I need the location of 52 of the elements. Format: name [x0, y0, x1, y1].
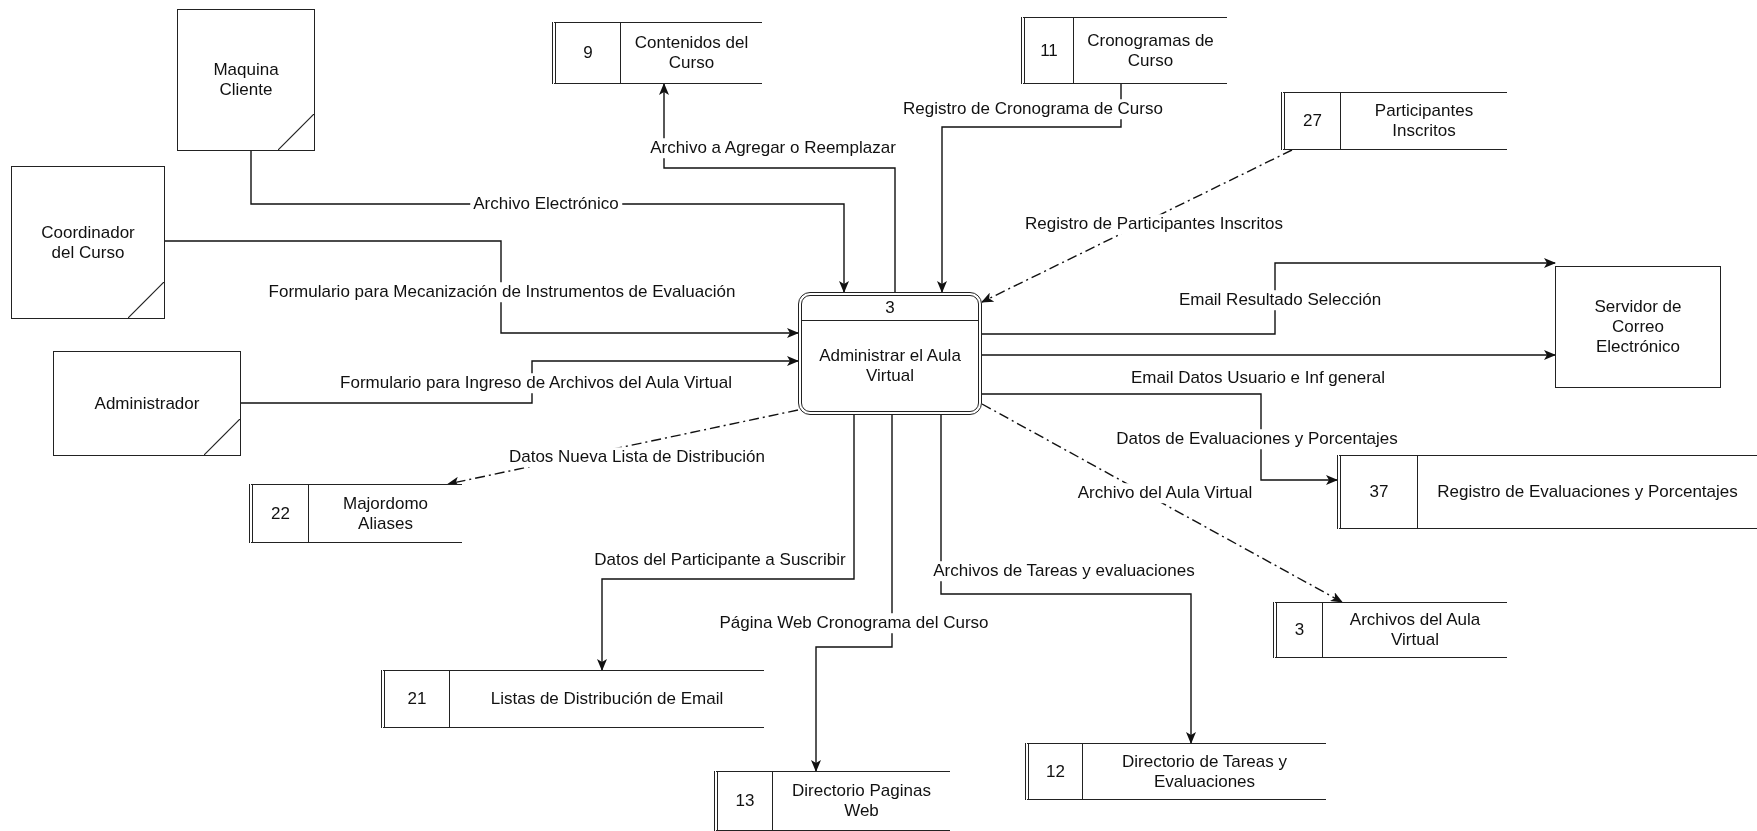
data-store [381, 670, 764, 728]
store-number: 13 [735, 791, 755, 811]
edge-label: Archivos de Tareas y evaluaciones [930, 561, 1198, 581]
entity-label: Servidor de Correo Electrónico [1593, 297, 1683, 357]
store-number: 12 [1046, 761, 1065, 782]
store-number: 27 [1303, 111, 1322, 131]
external-entity-box [11, 166, 165, 319]
external-entity-box [177, 9, 315, 151]
data-flow-arrow [811, 414, 893, 772]
data-store [1025, 743, 1326, 800]
entity-label: Administrador [93, 393, 201, 414]
data-flow-arrow [981, 258, 1556, 335]
edge-label: Archivo a Agregar o Reemplazar [647, 138, 899, 158]
data-store [1337, 455, 1757, 529]
entity-label: Coordinador del Curso [40, 222, 136, 263]
external-entity-box [1555, 266, 1721, 388]
data-store [552, 22, 762, 84]
data-store [1273, 602, 1507, 658]
store-label: Cronogramas de Curso [1087, 30, 1214, 70]
store-label: Archivos del Aula Virtual [1349, 610, 1481, 649]
store-number: 37 [1369, 482, 1389, 502]
data-flow-arrow [981, 149, 1293, 303]
store-number: 21 [407, 689, 427, 709]
store-label: Contenidos del Curso [634, 33, 749, 72]
process-label: Administrar el Aula Virtual [818, 346, 962, 386]
data-flow-arrow [597, 414, 855, 671]
data-flow-arrow [937, 83, 1122, 293]
store-label: Directorio Paginas Web [792, 781, 931, 820]
data-flow-arrow [940, 414, 1196, 744]
store-label: Directorio de Tareas y Evaluaciones [1121, 751, 1287, 791]
store-number: 22 [271, 503, 290, 524]
process-number: 3 [885, 298, 895, 317]
external-entity-box [53, 351, 241, 456]
store-number: 3 [1294, 620, 1305, 640]
data-store [249, 484, 462, 543]
data-flow-arrow [164, 240, 799, 338]
data-store [1021, 17, 1227, 84]
data-flow-arrow [981, 350, 1556, 360]
data-store [1281, 92, 1507, 150]
data-flow-arrow [659, 83, 896, 293]
data-flow-arrow [981, 393, 1338, 485]
store-label: Registro de Evaluaciones y Porcentajes [1437, 482, 1738, 501]
data-flow-arrow [240, 356, 799, 404]
entity-label: Maquina Cliente [212, 60, 280, 100]
store-label: Listas de Distribución de Email [490, 689, 724, 708]
store-label: Participantes Inscritos [1374, 101, 1474, 140]
data-flow-arrow [981, 403, 1343, 603]
data-store [714, 771, 950, 831]
store-number: 9 [583, 43, 593, 63]
store-label: Majordomo Aliases [342, 493, 428, 533]
process-box [798, 292, 982, 415]
store-number: 11 [1040, 40, 1058, 61]
